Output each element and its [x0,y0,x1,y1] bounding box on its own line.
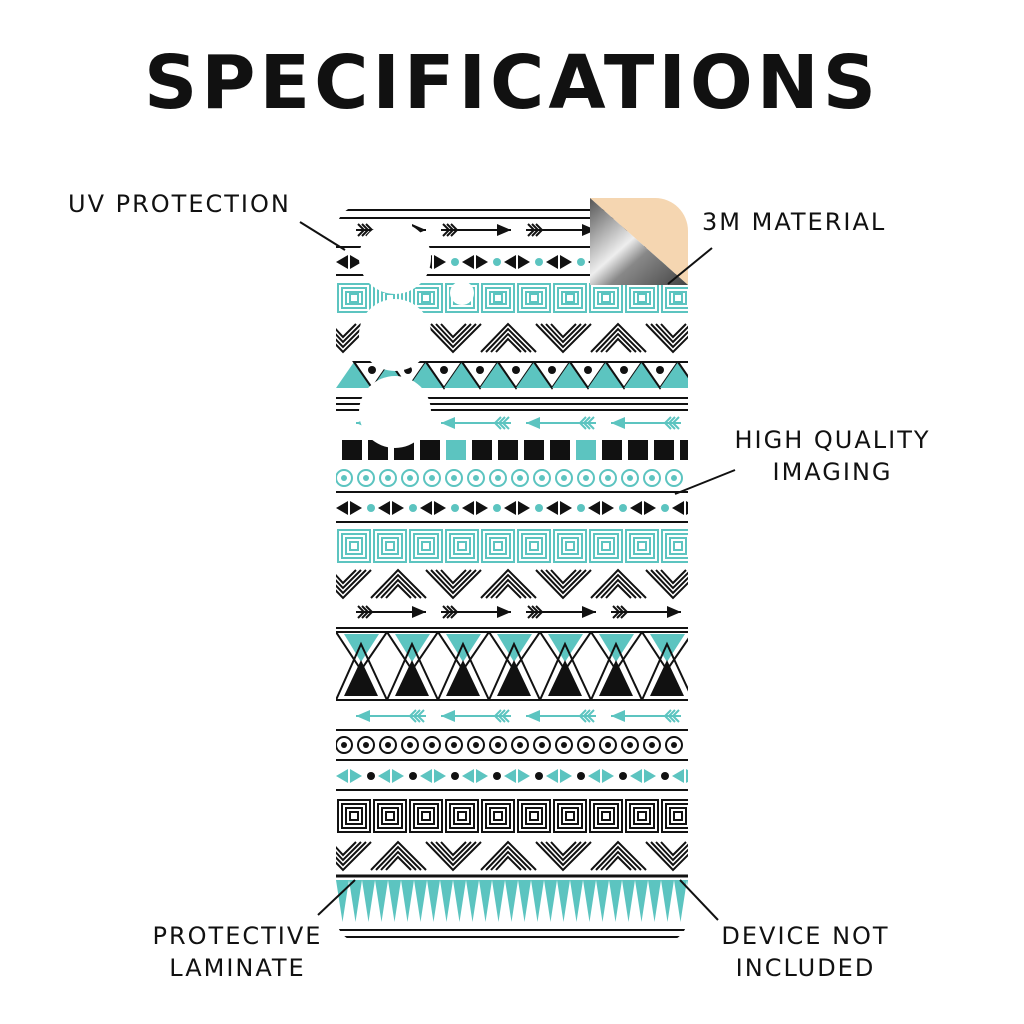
callout-lines [299,221,736,921]
camera-cutouts [359,222,474,448]
camera-cutout [450,281,474,305]
label-3m-material: 3M MATERIAL [702,208,887,236]
label-high-quality-imaging: HIGH QUALITY IMAGING [720,424,945,488]
camera-cutout [359,376,431,448]
camera-cutout [359,299,431,371]
page-title: SPECIFICATIONS [144,40,880,126]
label-line: DEVICE NOT [721,922,890,950]
label-line: PROTECTIVE [152,922,323,950]
label-line: IMAGING [772,458,893,486]
camera-cutout [359,222,431,294]
peel-corner [590,198,688,285]
label-line: INCLUDED [735,954,876,982]
label-device-not-included: DEVICE NOT INCLUDED [708,920,903,984]
label-protective-laminate: PROTECTIVE LAMINATE [140,920,335,984]
label-line: HIGH QUALITY [734,426,931,454]
label-uv-protection: UV PROTECTION [68,190,291,218]
label-line: LAMINATE [169,954,306,982]
